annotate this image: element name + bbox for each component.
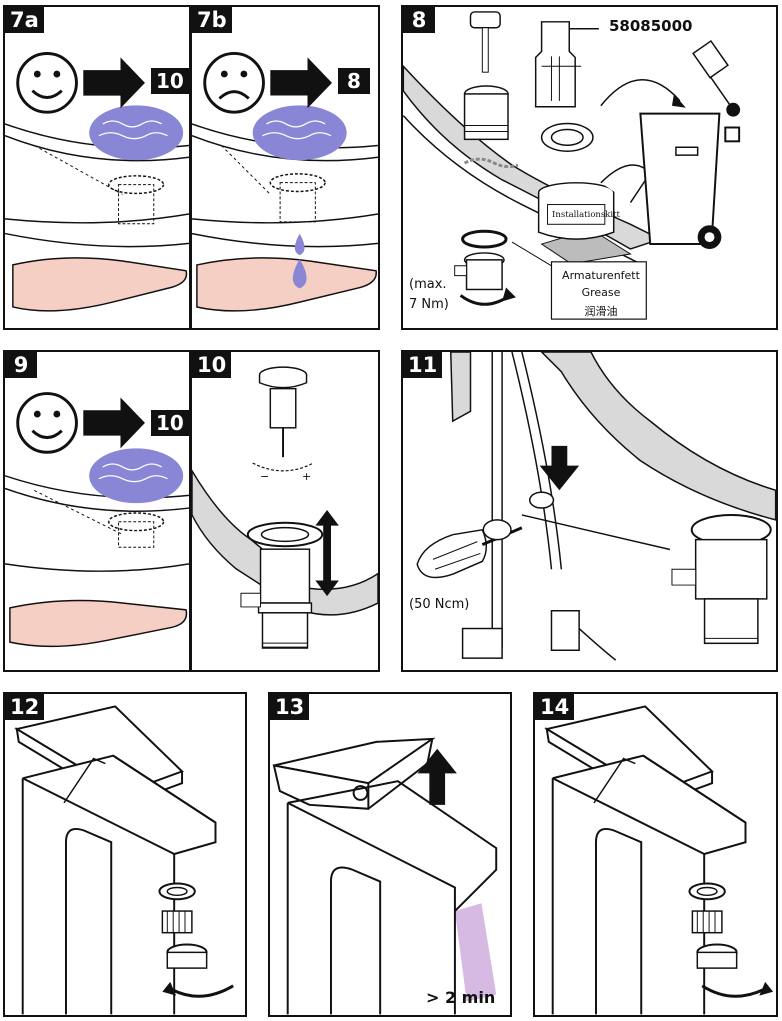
flush-water-stream bbox=[454, 903, 497, 1002]
putty-tin-icon bbox=[463, 157, 652, 240]
step-number: 7b bbox=[192, 7, 232, 33]
step-number: 8 bbox=[403, 7, 435, 33]
step-number: 12 bbox=[5, 694, 45, 720]
drain-plug-part bbox=[252, 366, 314, 472]
step-number: 14 bbox=[535, 694, 575, 720]
panel-step-7b: 7b 8 bbox=[190, 5, 380, 330]
step-number: 9 bbox=[5, 352, 37, 378]
water-pool-icon bbox=[89, 105, 184, 161]
drain-valve-installed bbox=[240, 521, 324, 649]
waste-fitting-part bbox=[454, 229, 508, 291]
down-arrow-icon bbox=[539, 445, 580, 491]
panel-step-14: 14 bbox=[533, 692, 778, 1017]
arrow-right-icon bbox=[83, 397, 145, 449]
disposal-arrow-icon bbox=[600, 79, 686, 108]
linkage-rod bbox=[482, 491, 671, 551]
angle-valve-part bbox=[461, 610, 617, 661]
duration-label: > 2 min bbox=[426, 988, 496, 1007]
sad-face-icon bbox=[203, 51, 265, 114]
happy-face-icon bbox=[16, 392, 78, 454]
panel-step-13: 13 > 2 min bbox=[268, 692, 512, 1017]
putty-label: Installationskitt bbox=[552, 210, 620, 220]
up-arrow-icon bbox=[417, 748, 457, 805]
goto-step-badge: 10 bbox=[151, 68, 189, 94]
valve-insert-part bbox=[534, 21, 599, 108]
panel-step-9: 9 10 bbox=[3, 350, 191, 672]
gasket-ring-part bbox=[540, 122, 594, 152]
drain-valve-installed bbox=[671, 513, 772, 645]
happy-face-icon bbox=[16, 52, 78, 114]
water-pool-icon bbox=[252, 105, 347, 161]
faucet-illustration bbox=[272, 737, 498, 1015]
rotate-arrow-icon bbox=[162, 981, 234, 998]
panel-step-11: 11 (50 Ncm) bbox=[401, 350, 778, 672]
water-pool-icon bbox=[89, 448, 184, 504]
torque-label: (50 Ncm) bbox=[409, 597, 470, 612]
drain-valve-part bbox=[463, 11, 509, 141]
step-number: 13 bbox=[270, 694, 310, 720]
grease-label-en: Grease bbox=[581, 286, 621, 299]
rotate-arrow-icon bbox=[701, 981, 774, 998]
waste-bin-icon bbox=[639, 39, 741, 249]
grease-label-zh: 润滑油 bbox=[584, 305, 618, 318]
plus-sign: + bbox=[302, 470, 312, 483]
panel-step-8: 8 58085000 Installationskitt (max. 7 Nm)… bbox=[401, 5, 778, 330]
up-down-arrow-icon bbox=[315, 510, 339, 597]
minus-sign: − bbox=[260, 470, 270, 483]
aerator-parts bbox=[688, 882, 738, 969]
basin-illustration bbox=[5, 123, 189, 312]
arrow-right-icon bbox=[270, 57, 332, 109]
basin-cross-section bbox=[450, 352, 776, 649]
rotate-arrow-icon bbox=[459, 287, 516, 306]
basin-illustration bbox=[5, 475, 189, 648]
panel-step-12: 12 bbox=[3, 692, 247, 1017]
goto-step-badge: 10 bbox=[151, 410, 189, 436]
goto-step-badge: 8 bbox=[338, 68, 370, 94]
step-number: 11 bbox=[403, 352, 443, 378]
step-number: 7a bbox=[5, 7, 44, 33]
part-number-label: 58085000 bbox=[609, 17, 693, 35]
grease-label-box bbox=[511, 241, 647, 320]
torque-label: (max. 7 Nm) bbox=[409, 277, 449, 312]
aerator-parts bbox=[158, 882, 208, 969]
panel-step-10: − + 10 bbox=[190, 350, 380, 672]
grease-label-de: Armaturenfett bbox=[562, 269, 640, 282]
water-drop-icon bbox=[292, 233, 307, 289]
step-number: 10 bbox=[192, 352, 232, 378]
arrow-right-icon bbox=[83, 57, 145, 109]
panel-step-7a: 7a 10 bbox=[3, 5, 191, 330]
